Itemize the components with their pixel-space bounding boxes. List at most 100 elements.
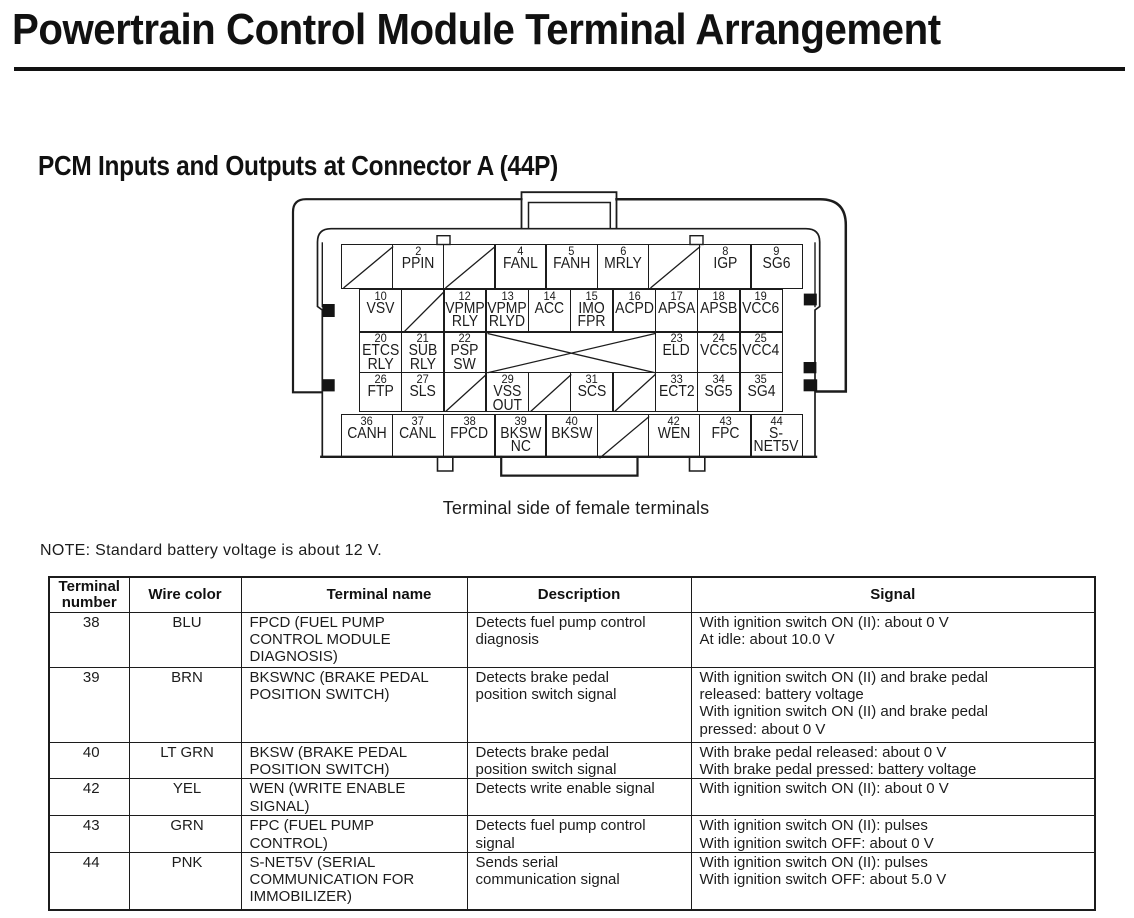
description-cell: Detects fuel pump control diagnosis <box>466 612 692 668</box>
pin-label: FANL <box>502 255 538 273</box>
pin-label: IGP <box>713 255 738 273</box>
connector-latch <box>322 379 335 392</box>
col-header-terminal-number: Terminal number <box>48 576 130 613</box>
pin-label: SG4 <box>747 383 776 400</box>
pin-cell-empty <box>442 244 496 289</box>
connector-bottom-tab-left <box>436 456 454 472</box>
connector-bottom-tab-right <box>688 456 706 472</box>
pin-label: MRLY <box>603 255 642 273</box>
pin-label: SLS <box>409 383 436 400</box>
signal-cell: With brake pedal released: about 0 V Wit… <box>690 741 1096 780</box>
terminal-name-cell: WEN (WRITE ENABLE SIGNAL) <box>240 778 468 817</box>
pin-cell-empty <box>400 288 445 333</box>
pin-label: APSB <box>700 299 738 317</box>
pin-label: FPC <box>711 424 740 442</box>
pin-cell-empty <box>596 413 650 459</box>
pin-number: 6 <box>619 244 626 259</box>
pin-number: 40 <box>565 413 578 428</box>
connector-top-notch-left <box>436 234 451 246</box>
wire-color-cell: BLU <box>128 612 242 668</box>
pin-number: 22 <box>458 331 472 346</box>
pin-label: ECT2 <box>658 383 695 400</box>
terminal-number-cell: 39 <box>48 667 130 743</box>
connector-outer-shell-right <box>615 197 848 393</box>
description-cell: Detects fuel pump control signal <box>466 815 692 853</box>
signal-cell: With ignition switch ON (II): pulses Wit… <box>690 815 1096 853</box>
pin-number: 4 <box>517 244 524 259</box>
terminal-table: Terminal number Wire color Terminal name… <box>48 576 1096 912</box>
diagram-caption: Terminal side of female terminals <box>442 498 710 518</box>
signal-cell: With ignition switch ON (II): pulses Wit… <box>690 851 1096 911</box>
wire-color-cell: PNK <box>128 851 242 911</box>
section-heading: PCM Inputs and Outputs at Connector A (4… <box>38 150 559 181</box>
pin-number: 39 <box>514 413 527 428</box>
pin-label: ACPD <box>614 299 654 317</box>
pin-number: 21 <box>416 331 429 346</box>
connector-bottom-tab-center <box>500 455 639 477</box>
connector-inner-shell <box>316 227 821 458</box>
pin-label: ACC <box>534 299 565 317</box>
pin-label: ETCS RLY <box>361 342 399 373</box>
pin-cell-empty <box>527 372 572 413</box>
pin-number: 19 <box>754 288 768 303</box>
col-header-signal: Signal <box>690 576 1096 613</box>
pin-number: 37 <box>411 413 425 428</box>
pin-label: WEN <box>657 424 691 442</box>
pin-number: 8 <box>722 244 729 259</box>
connector-latch <box>803 362 817 374</box>
pin-number: 38 <box>463 413 476 428</box>
terminal-name-cell: BKSW (BRAKE PEDAL POSITION SWITCH) <box>240 741 468 780</box>
pin-label: PSP SW <box>451 342 479 373</box>
terminal-number-cell: 38 <box>48 612 130 668</box>
pin-number: 29 <box>501 372 514 386</box>
pin-label: ELD <box>662 342 691 360</box>
pin-label: VCC6 <box>742 299 780 317</box>
wire-color-cell: BRN <box>128 667 242 743</box>
pin-number: 15 <box>585 288 599 303</box>
pin-number: 33 <box>670 372 683 386</box>
signal-cell: With ignition switch ON (II) and brake p… <box>690 667 1096 743</box>
pin-label: PPIN <box>401 255 435 273</box>
col-header-description: Description <box>466 576 692 613</box>
pin-label: FANH <box>553 255 591 273</box>
terminal-name-cell: FPC (FUEL PUMP CONTROL) <box>240 815 468 853</box>
pin-number: 12 <box>458 288 472 303</box>
pin-label: VCC4 <box>742 342 780 360</box>
pin-label: SG5 <box>704 383 733 400</box>
pin-label: SUB RLY <box>408 342 438 373</box>
connector-top-notch-right <box>689 234 704 246</box>
pin-number: 34 <box>712 372 725 386</box>
pin-number: 18 <box>712 288 725 303</box>
pin-cell-empty <box>340 244 394 289</box>
signal-cell: With ignition switch ON (II): about 0 V … <box>690 612 1096 668</box>
pin-number: 44 <box>770 413 783 428</box>
pin-label: APSA <box>657 299 696 317</box>
pin-cell-empty <box>443 372 487 413</box>
note-text: NOTE: Standard battery voltage is about … <box>40 542 382 559</box>
description-cell: Detects write enable signal <box>466 778 692 817</box>
pin-number: 24 <box>712 331 725 346</box>
pin-label: VCC5 <box>700 342 738 360</box>
